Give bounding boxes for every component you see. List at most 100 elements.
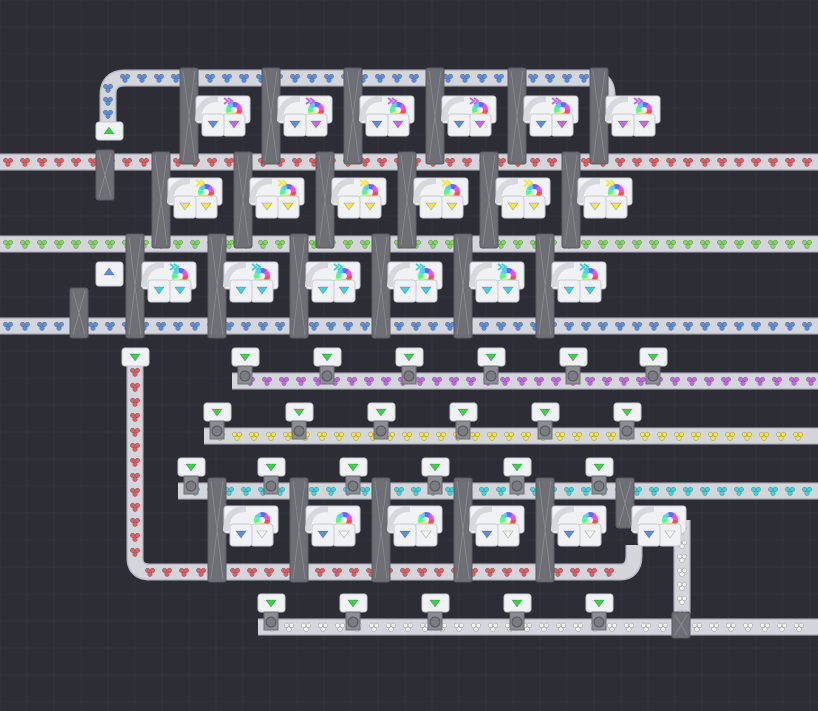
shape-item: [428, 321, 438, 331]
shape-item: [751, 321, 761, 331]
direction-arrow: [593, 599, 605, 608]
shape-item: [683, 321, 693, 331]
direction-arrow: [310, 120, 322, 129]
shape-item: [343, 239, 353, 249]
shape-item: [3, 157, 13, 167]
shape-item: [436, 431, 446, 441]
shape-item: [677, 567, 687, 577]
shape-item: [470, 431, 480, 441]
shape-item: [677, 553, 687, 563]
shape-item: [802, 321, 812, 331]
direction-arrow: [317, 286, 329, 295]
shape-item: [738, 376, 748, 386]
shape-item: [683, 239, 693, 249]
shape-item: [409, 73, 419, 83]
direction-arrow: [256, 530, 268, 539]
shape-item: [717, 486, 727, 496]
shape-item: [275, 321, 285, 331]
shape-item: [249, 431, 259, 441]
direction-arrow: [429, 599, 441, 608]
output-chevron: [333, 507, 344, 515]
shape-item: [683, 486, 693, 496]
direction-arrow: [321, 353, 333, 362]
shape-item: [309, 486, 319, 496]
shape-item: [381, 376, 391, 386]
shape-item: [232, 431, 242, 441]
direction-arrow: [481, 286, 493, 295]
output-chevron: [169, 263, 180, 271]
shape-item: [581, 486, 591, 496]
shape-item: [777, 622, 787, 632]
shape-item: [241, 486, 251, 496]
shape-item: [677, 581, 687, 591]
shape-item: [717, 239, 727, 249]
direction-arrow: [235, 286, 247, 295]
shape-item: [785, 157, 795, 167]
shape-item: [130, 472, 140, 482]
shape-item: [691, 431, 701, 441]
direction-arrow: [610, 202, 622, 211]
direction-arrow: [103, 267, 115, 276]
shape-item: [751, 239, 761, 249]
shape-item: [479, 486, 489, 496]
shape-item: [700, 239, 710, 249]
shape-item: [687, 376, 697, 386]
shape-item: [534, 376, 544, 386]
shape-item: [154, 73, 164, 83]
shape-item: [130, 532, 140, 542]
shape-item: [190, 321, 200, 331]
shape-item: [717, 321, 727, 331]
direction-arrow: [338, 286, 350, 295]
direction-arrow: [185, 463, 197, 472]
direction-arrow: [511, 463, 523, 472]
direction-arrow: [239, 353, 251, 362]
shape-item: [632, 486, 642, 496]
direction-arrow: [429, 463, 441, 472]
output-chevron: [469, 97, 480, 105]
shape-item: [351, 431, 361, 441]
shape-item: [375, 73, 385, 83]
shape-item: [581, 239, 591, 249]
shape-item: [3, 239, 13, 249]
shape-item: [173, 157, 183, 167]
output-chevron: [415, 507, 426, 515]
shape-item: [785, 321, 795, 331]
shape-item: [602, 376, 612, 386]
direction-arrow: [647, 353, 659, 362]
shape-item: [517, 376, 527, 386]
shape-item: [386, 622, 396, 632]
shape-item: [802, 486, 812, 496]
shape-item: [759, 431, 769, 441]
shape-item: [555, 431, 565, 441]
output-chevron: [359, 179, 370, 187]
shape-item: [205, 73, 215, 83]
direction-arrow: [535, 120, 547, 129]
shape-item: [598, 239, 608, 249]
output-chevron: [195, 179, 206, 187]
shape-item: [619, 376, 629, 386]
shape-item: [239, 73, 249, 83]
shape-item: [632, 157, 642, 167]
direction-arrow: [207, 120, 219, 129]
shape-item: [309, 321, 319, 331]
shape-item: [364, 376, 374, 386]
shape-item: [307, 73, 317, 83]
direction-arrow: [343, 202, 355, 211]
shape-item: [670, 376, 680, 386]
direction-arrow: [593, 463, 605, 472]
tunnel: [95, 149, 115, 201]
direction-arrow: [265, 599, 277, 608]
shape-item: [721, 376, 731, 386]
direction-arrow: [256, 286, 268, 295]
direction-arrow: [507, 202, 519, 211]
direction-arrow: [621, 408, 633, 417]
shape-item: [785, 486, 795, 496]
direction-arrow: [485, 353, 497, 362]
shape-item: [564, 321, 574, 331]
shape-item: [496, 486, 506, 496]
shape-item: [392, 73, 402, 83]
direction-arrow: [265, 463, 277, 472]
output-chevron: [415, 263, 426, 271]
